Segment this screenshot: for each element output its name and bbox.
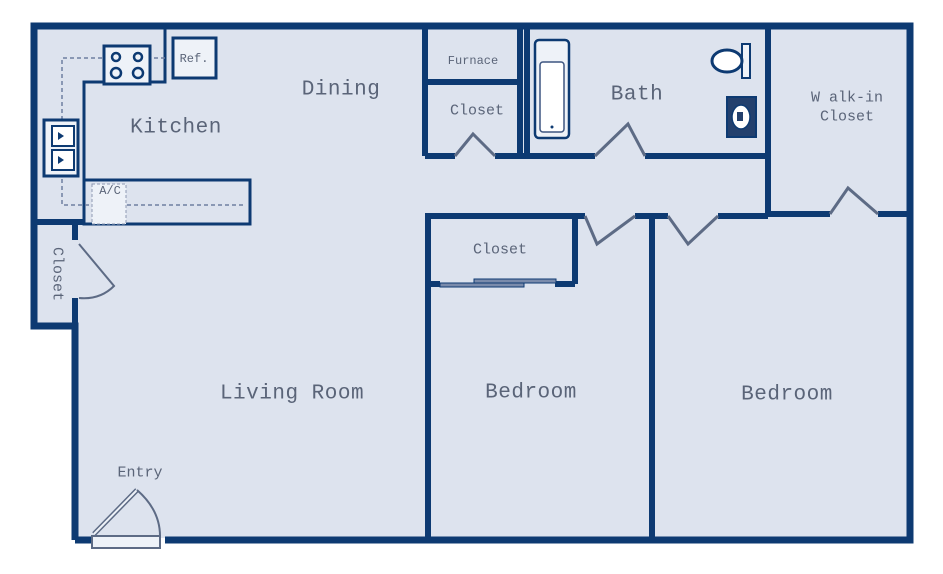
label-furnace: Furnace [447,54,499,68]
entry-door-icon [91,488,161,549]
label-entry: Entry [117,464,163,482]
floor-area [34,26,910,538]
label-closet-hall: Closet [449,102,505,120]
label-kitchen: Kitchen [130,116,222,140]
bathroom-sink-icon [726,96,757,138]
label-dining: Dining [301,78,381,102]
label-bath: Bath [610,83,664,107]
sink-icon [42,118,80,178]
stove-icon [102,44,152,86]
label-bedroom-2: Bedroom [741,383,833,407]
label-ac: A/C [99,184,121,198]
label-refrigerator: Ref. [179,52,209,66]
label-bedroom-1: Bedroom [485,381,577,405]
toilet-icon [710,43,751,79]
label-closet-entry: Closet [48,246,66,302]
bathtub-icon [533,38,571,140]
exterior-notch [20,326,72,556]
door-swings [78,121,879,300]
label-walk-in-closet: W alk-in Closet [810,89,884,125]
refrigerator-icon [171,36,218,80]
label-closet-bedroom: Closet [472,241,528,259]
sliding-closet-door [439,278,557,288]
interior-walls [34,26,910,540]
label-living-room: Living Room [219,382,365,406]
ac-unit [91,183,127,225]
